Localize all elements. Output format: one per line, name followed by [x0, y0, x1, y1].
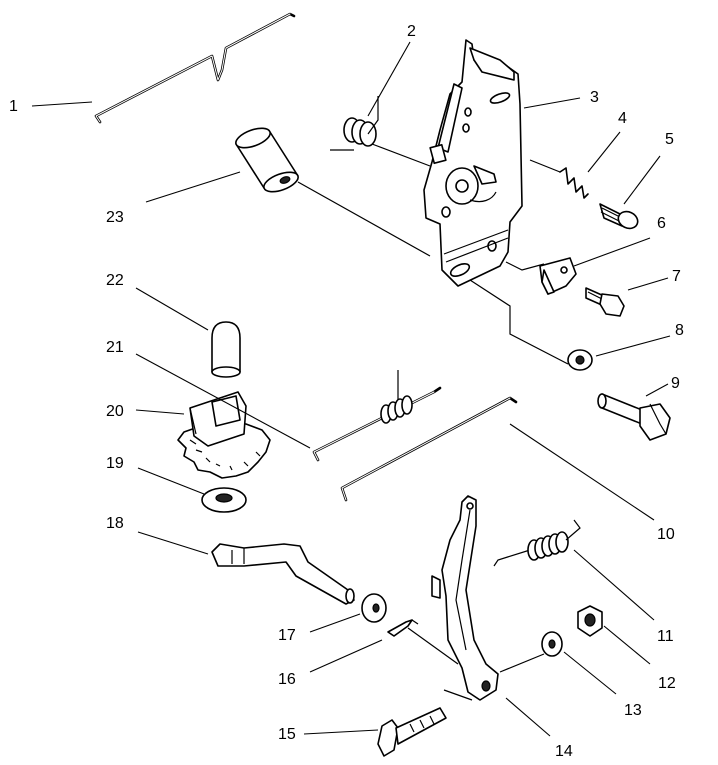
callout-1: 1: [9, 98, 18, 115]
part-16-clip: [387, 619, 419, 637]
callout-labels: 1 2 3 4 5 6 7 8 9 10 11 12 13 14 15 16 1…: [9, 23, 684, 760]
callout-17: 17: [278, 627, 296, 644]
part-23-sleeve: [235, 127, 299, 193]
part-21-spring-link: [312, 370, 442, 462]
part-3-control-bracket: [423, 39, 523, 287]
part-22-cap: [211, 321, 241, 378]
part-17-washer: [361, 593, 387, 623]
part-2-spring: [330, 96, 379, 151]
part-6-clip: [505, 257, 577, 295]
part-9-shoulder-bolt: [597, 393, 671, 441]
callout-7: 7: [672, 268, 681, 285]
part-15-bolt: [377, 707, 447, 757]
callout-15: 15: [278, 726, 296, 743]
callout-19: 19: [106, 455, 124, 472]
callout-22: 22: [106, 272, 124, 289]
callout-8: 8: [675, 322, 684, 339]
callout-20: 20: [106, 403, 124, 420]
part-19-washer: [201, 487, 247, 513]
part-12-nut: [577, 605, 603, 637]
assembly-lines: [297, 143, 569, 701]
part-7-bolt: [585, 287, 625, 317]
callout-10: 10: [657, 526, 675, 543]
part-5-screw: [599, 203, 639, 230]
leader-lines: [31, 41, 671, 737]
callout-5: 5: [665, 131, 674, 148]
callout-23: 23: [106, 209, 124, 226]
callout-4: 4: [618, 110, 627, 127]
part-18-governor-shaft: [211, 543, 355, 605]
callout-3: 3: [590, 89, 599, 106]
callout-6: 6: [657, 215, 666, 232]
part-20-governor-gear: [177, 391, 271, 479]
callout-18: 18: [106, 515, 124, 532]
part-4-spring: [529, 159, 589, 199]
part-8-washer: [567, 349, 593, 371]
callout-21: 21: [106, 339, 124, 356]
callout-14: 14: [555, 743, 573, 760]
callout-12: 12: [658, 675, 676, 692]
callout-11: 11: [657, 628, 674, 645]
callout-16: 16: [278, 671, 296, 688]
part-10-governor-rod: [340, 396, 518, 502]
callout-9: 9: [671, 375, 680, 392]
callout-2: 2: [407, 23, 416, 40]
part-14-governor-lever: [431, 495, 499, 701]
part-11-spring: [493, 519, 581, 567]
part-13-washer: [541, 631, 563, 657]
callout-13: 13: [624, 702, 642, 719]
part-1-link-rod: [94, 12, 296, 124]
